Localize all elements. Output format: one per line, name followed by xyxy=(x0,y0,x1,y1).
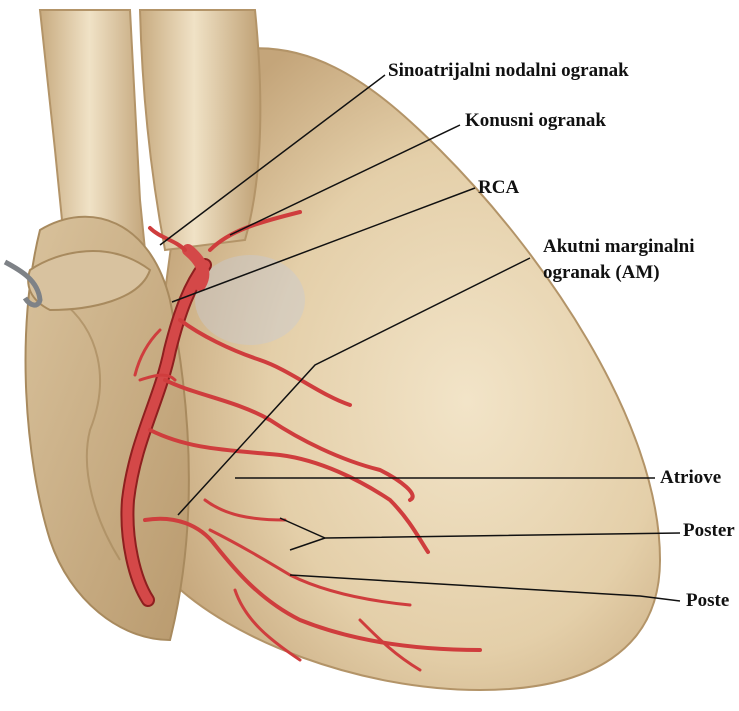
pulmonary-cone xyxy=(195,255,305,345)
label-posterior-2: Poste xyxy=(686,590,729,612)
label-rca: RCA xyxy=(478,177,519,199)
label-acute-marginal-line2: ogranak (AM) xyxy=(543,262,660,284)
label-atrioventricular: Atriove xyxy=(660,467,721,489)
label-sinoatrial-branch: Sinoatrijalni nodalni ogranak xyxy=(388,60,629,82)
label-posterior-1: Poster xyxy=(683,520,735,542)
label-acute-marginal-line1: Akutni marginalni xyxy=(543,236,695,258)
label-conus-branch: Konusni ogranak xyxy=(465,110,606,132)
